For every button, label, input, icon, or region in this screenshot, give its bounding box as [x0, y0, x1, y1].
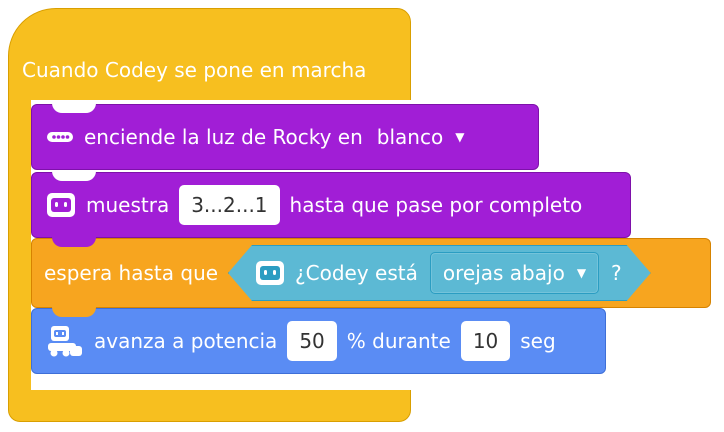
block-notch	[52, 171, 96, 181]
caret-down-icon: ▼	[455, 130, 465, 144]
show-label: muestra	[86, 193, 170, 217]
codey-face-icon	[255, 259, 285, 287]
move-label: avanza a potencia	[94, 329, 278, 353]
condition-question-mark: ?	[611, 261, 622, 285]
block-notch	[52, 307, 96, 317]
block-notch	[52, 103, 96, 113]
rocky-car-icon	[46, 324, 84, 358]
light-color-dropdown[interactable]: blanco ▼	[377, 125, 465, 149]
duration-input[interactable]: 10	[460, 321, 511, 361]
ears-state-value: orejas abajo	[442, 261, 565, 285]
rocky-light-label: enciende la luz de Rocky en	[84, 125, 363, 149]
rocky-light-block[interactable]: enciende la luz de Rocky en blanco ▼	[31, 104, 539, 170]
power-input[interactable]: 50	[287, 321, 337, 361]
duration-prefix-label: % durante	[346, 329, 451, 353]
caret-down-icon: ▼	[576, 266, 587, 280]
codey-face-icon	[46, 191, 76, 219]
light-color-value: blanco	[376, 125, 444, 149]
ears-state-dropdown[interactable]: orejas abajo ▼	[430, 252, 599, 294]
wait-until-block[interactable]: espera hasta que ¿Codey está orejas abaj…	[31, 238, 711, 308]
wait-until-label: espera hasta que	[44, 261, 219, 285]
hat-block-label: Cuando Codey se pone en marcha	[22, 58, 367, 82]
condition-label: ¿Codey está	[295, 261, 418, 285]
block-notch	[52, 237, 96, 247]
rocky-light-icon	[46, 131, 74, 143]
codey-ears-condition[interactable]: ¿Codey está orejas abajo ▼ ?	[228, 245, 651, 301]
show-text-input[interactable]: 3...2...1	[179, 185, 280, 225]
show-text-block[interactable]: muestra 3...2...1 hasta que pase por com…	[31, 172, 631, 238]
show-suffix-label: hasta que pase por completo	[289, 193, 583, 217]
move-forward-block[interactable]: avanza a potencia 50 % durante 10 seg	[31, 308, 606, 374]
seconds-label: seg	[520, 329, 556, 353]
